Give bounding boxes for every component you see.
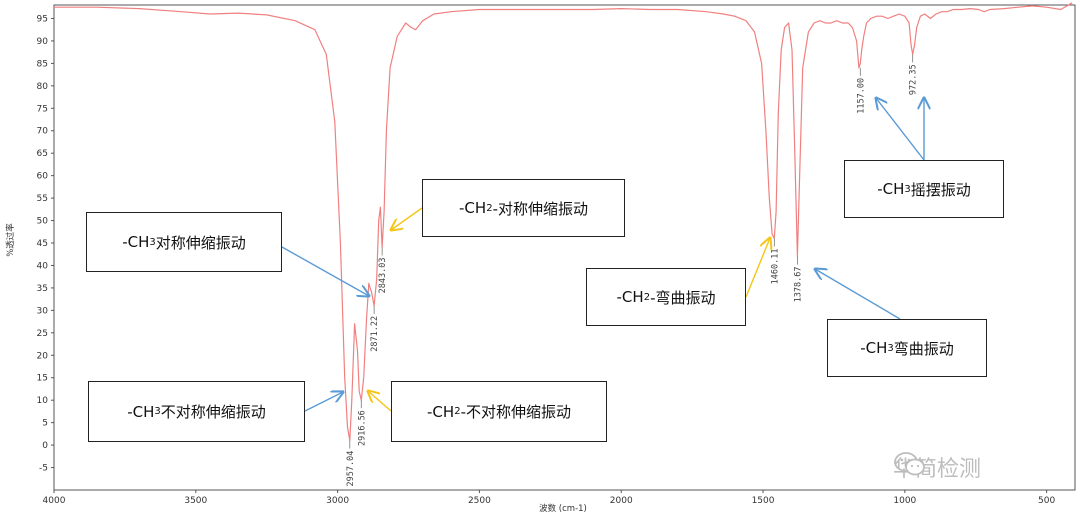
watermark: 华简检测: [893, 451, 981, 483]
peak-label: 1157.00: [856, 78, 866, 114]
x-tick-label: 4000: [43, 496, 66, 506]
y-axis-label: %透过率: [5, 223, 16, 257]
wechat-icon: [894, 452, 925, 476]
peak-label: 2957.04: [346, 451, 356, 487]
y-tick-label: 0: [42, 441, 48, 451]
annotation-arrow: [304, 392, 343, 412]
y-tick-label: 45: [37, 239, 48, 249]
y-tick-label: 30: [37, 306, 49, 316]
y-tick-label: 80: [37, 82, 49, 92]
annotation-arrow: [745, 238, 770, 298]
y-tick-label: 10: [37, 396, 49, 406]
peak-label: 1378.67: [793, 266, 803, 302]
peak-label: 2871.22: [370, 316, 380, 352]
x-tick-label: 3000: [326, 496, 349, 506]
y-tick-label: 25: [37, 329, 48, 339]
y-tick-label: 5: [42, 419, 48, 429]
peak-label: 2843.03: [378, 258, 388, 294]
y-tick-label: 75: [37, 104, 48, 114]
y-tick-label: -5: [39, 464, 48, 474]
peak-label: 2916.56: [357, 410, 367, 446]
x-tick-label: 2000: [610, 496, 633, 506]
y-tick-label: 15: [37, 374, 48, 384]
x-tick-label: 1000: [893, 496, 916, 506]
y-tick-label: 90: [37, 37, 49, 47]
x-tick-label: 500: [1038, 496, 1055, 506]
annotation-arrow: [815, 269, 901, 320]
x-tick-label: 2500: [468, 496, 491, 506]
annotation-arrow: [391, 207, 423, 230]
y-tick-label: 40: [37, 261, 49, 271]
y-tick-label: 95: [37, 14, 48, 24]
annotation-arrow: [281, 246, 369, 296]
plot-frame: [53, 4, 1076, 491]
x-axis-label: 波数 (cm-1): [539, 503, 587, 514]
y-tick-label: 85: [37, 59, 48, 69]
peak-label: 972.35: [909, 64, 919, 95]
x-tick-label: 1500: [752, 496, 775, 506]
y-tick-label: 50: [37, 217, 49, 227]
spectrum-line: [54, 2, 1073, 442]
y-tick-label: 65: [37, 149, 48, 159]
x-tick-label: 3500: [184, 496, 207, 506]
y-tick-label: 20: [37, 351, 49, 361]
annotation-arrow: [876, 98, 925, 161]
y-tick-label: 35: [37, 284, 48, 294]
annotation-arrow: [368, 391, 392, 412]
y-tick-label: 70: [37, 127, 49, 137]
y-tick-label: 55: [37, 194, 48, 204]
peak-label: 1460.11: [770, 249, 780, 285]
y-tick-label: 60: [37, 172, 49, 182]
